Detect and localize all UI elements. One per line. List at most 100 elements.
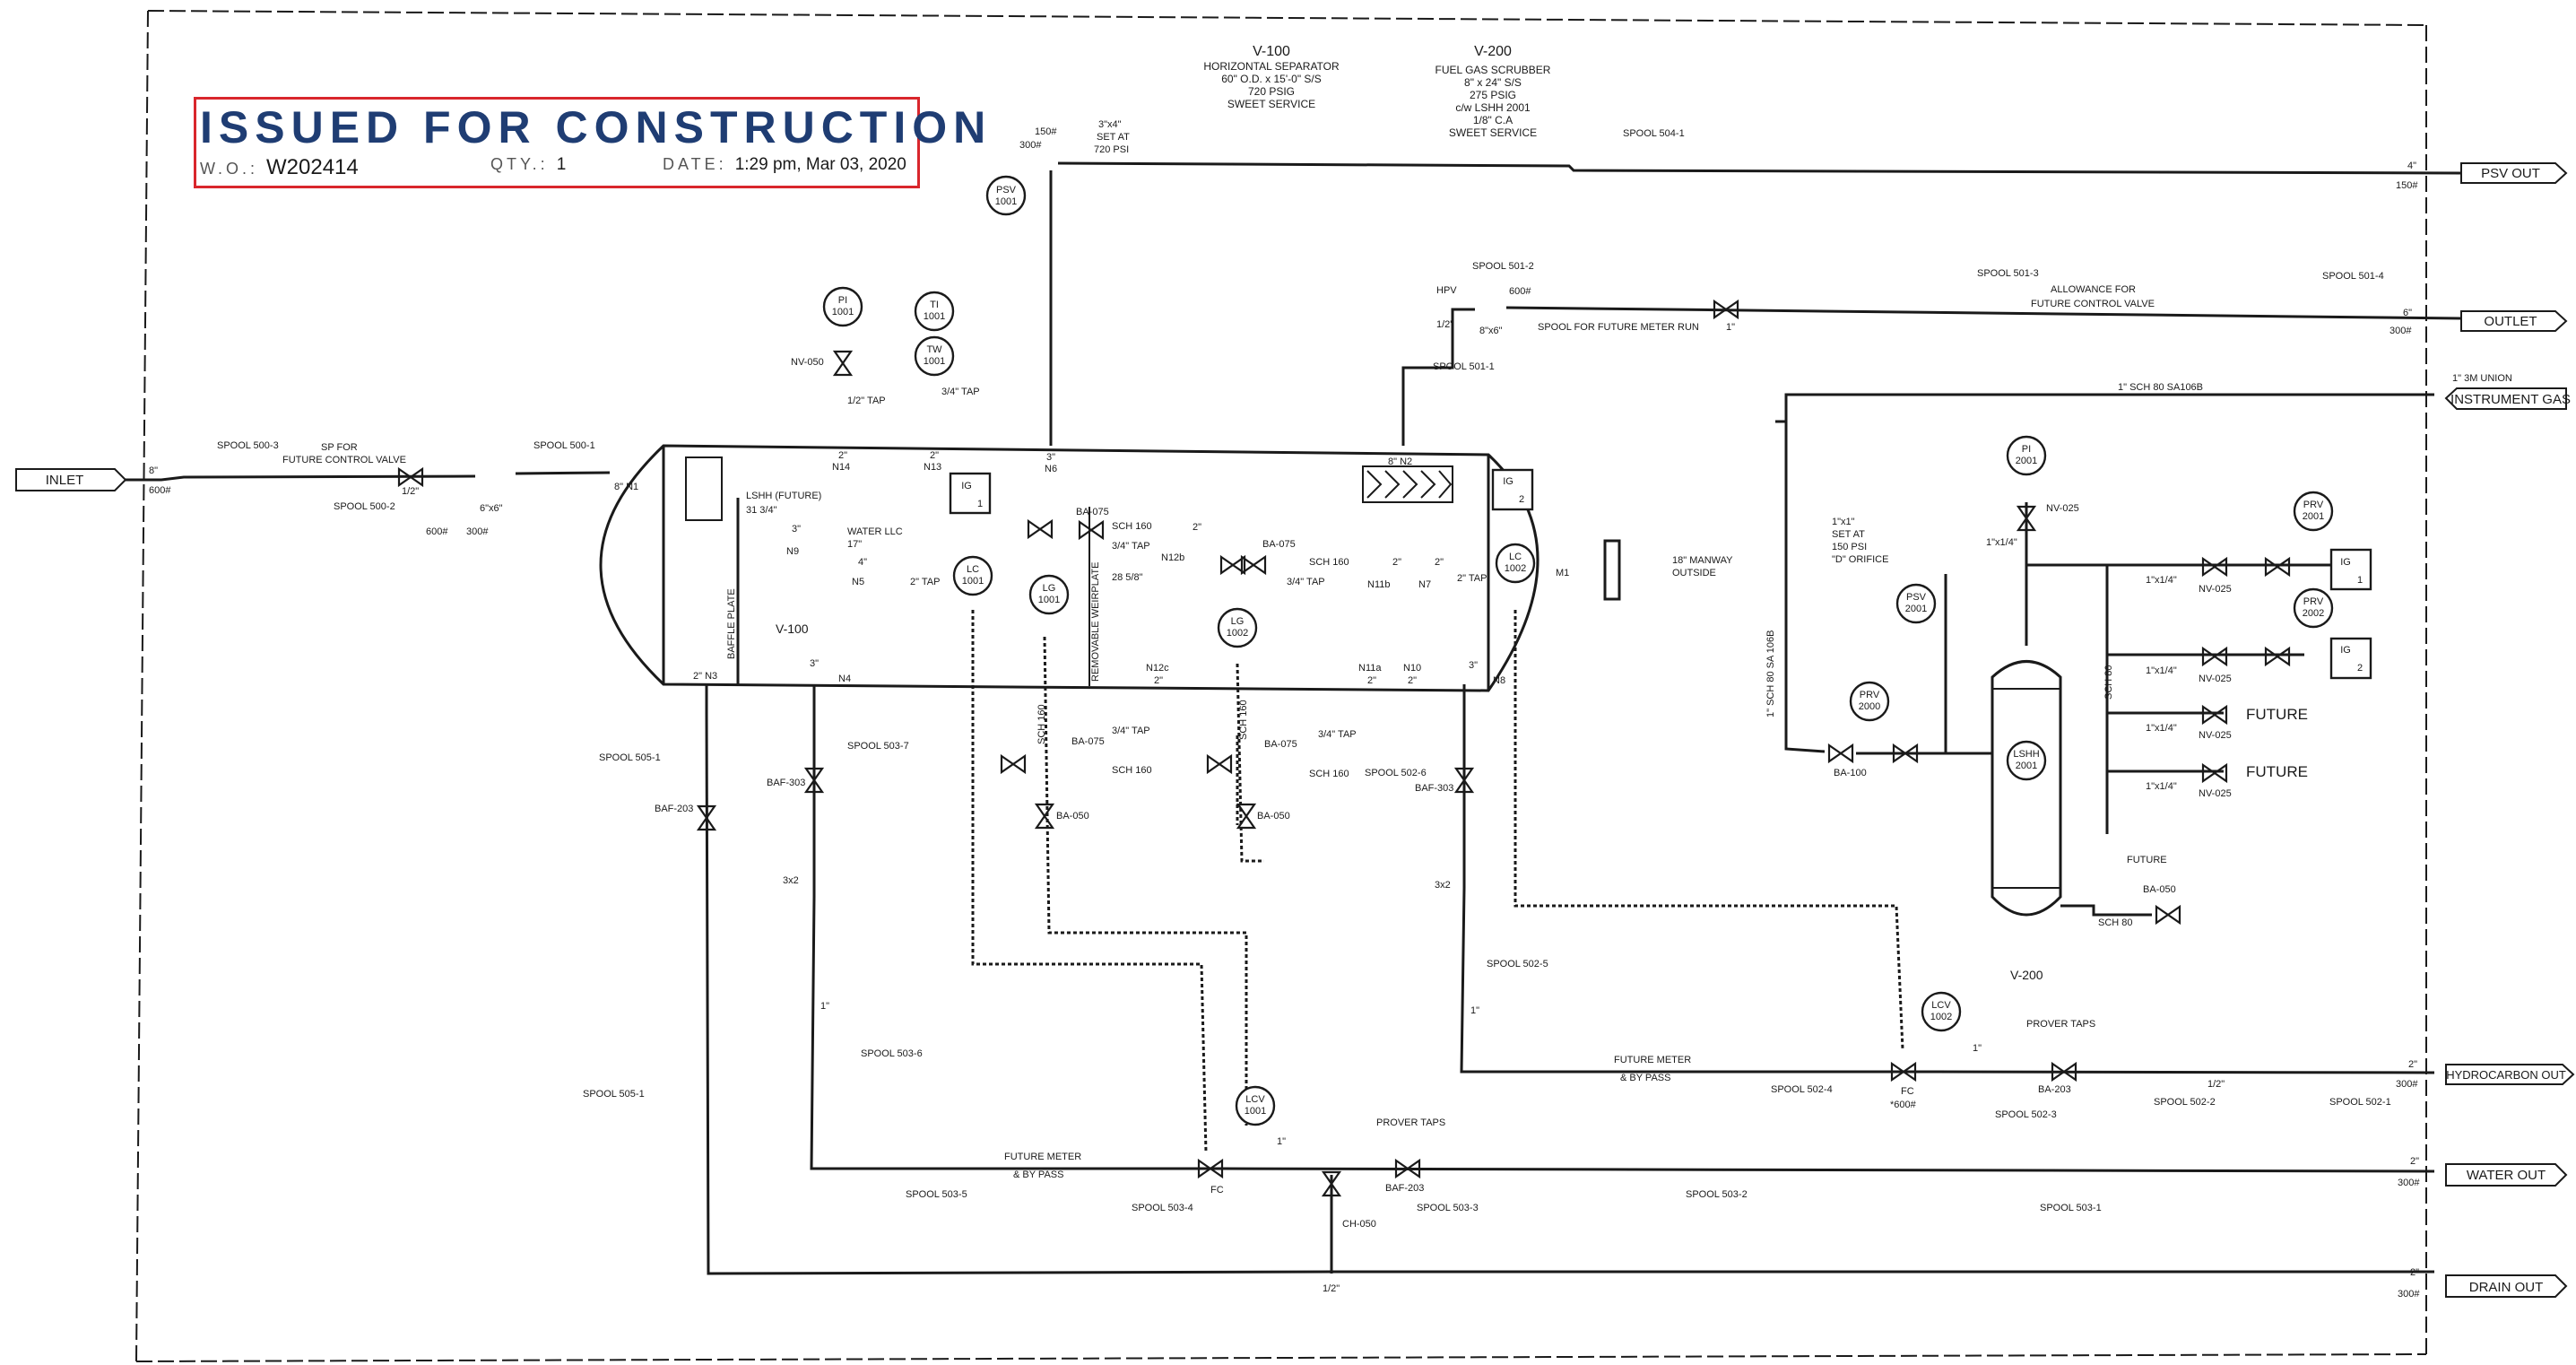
lbl-by-pass-a: & BY PASS (1013, 1169, 1063, 1180)
instrument-labels: PSV 1001 PI 1001 TI 1001 TW 1001 LC 1001… (832, 185, 2363, 1117)
lbl-spool-502-2: SPOOL 502-2 (2154, 1097, 2216, 1108)
v200-header-line-5: 1/8" C.A (1473, 114, 1513, 126)
v100-header-tag: V-100 (1253, 44, 1290, 59)
stamp-qty-label: QTY.: (490, 155, 549, 173)
lbl-1in-e: 1" (1973, 1043, 1982, 1054)
lbl-spool-503-7: SPOOL 503-7 (847, 741, 909, 752)
v100-header-line-1: HORIZONTAL SEPARATOR (1203, 60, 1340, 73)
lbl-1x14-c: 1"x1/4" (2146, 665, 2177, 676)
lbl-spool-502-5: SPOOL 502-5 (1487, 959, 1548, 969)
lbl-psv-size: 3"x4" (1098, 119, 1122, 130)
lbl-3x2b: 3x2 (1435, 880, 1451, 891)
ig4-tag: IG (2340, 645, 2351, 656)
lbl-2-n7: 2" (1435, 557, 1444, 568)
ig2-tag: IG (1503, 476, 1514, 487)
lbl-2-n12c: 2" (1154, 675, 1163, 686)
lbl-future-meter-b: FUTURE METER (1614, 1055, 1691, 1065)
stamp-title: ISSUED FOR CONSTRUCTION (200, 102, 993, 152)
lbl-inlet-size: 8" (149, 465, 158, 476)
lbl-spool-501-4: SPOOL 501-4 (2322, 271, 2384, 282)
drawing-border (135, 10, 2427, 1362)
lcv1002-num: 1002 (1930, 1012, 1952, 1022)
lbl-v200: V-200 (2010, 968, 2043, 982)
tw1001-num: 1001 (924, 356, 945, 367)
lbl-n7: N7 (1418, 579, 1431, 590)
lbl-spool-503-4: SPOOL 503-4 (1132, 1203, 1193, 1213)
process-piping (126, 161, 2462, 1275)
lbl-psv2001-size: 1"x1" (1832, 517, 1855, 527)
ig1-tag: IG (961, 481, 972, 491)
prv2002-num: 2002 (2303, 608, 2324, 619)
ig3-tag: IG (2340, 557, 2351, 568)
lbl-n14: N14 (832, 462, 850, 473)
lbl-spool-502-1: SPOOL 502-1 (2329, 1097, 2391, 1108)
lbl-psv-psi: 720 PSI (1094, 144, 1129, 155)
lbl-spool-503-2: SPOOL 503-2 (1686, 1189, 1748, 1200)
v200-header-line-6: SWEET SERVICE (1449, 126, 1537, 139)
lcv1002-tag: LCV (1931, 1000, 1951, 1011)
lbl-31: 31 3/4" (746, 505, 777, 516)
lbl-spool-503-1: SPOOL 503-1 (2040, 1203, 2102, 1213)
lbl-psv-out-size: 4" (2407, 161, 2416, 171)
lbl-hc-rating: 300# (2396, 1079, 2418, 1090)
lbl-1x14-b: 1"x1/4" (2146, 575, 2177, 586)
lbl-3q-tap: 3/4" TAP (941, 387, 980, 397)
lbl-hpv-size: 1/2" (1436, 319, 1453, 330)
stream-inlet: INLET (46, 473, 84, 488)
lbl-psv2001-orifice: "D" ORIFICE (1832, 554, 1888, 565)
v200-header-line-4: c/w LSHH 2001 (1455, 101, 1531, 114)
lbl-half-inlet: 1/2" (402, 486, 419, 497)
lbl-1-sch80: 1" SCH 80 SA106B (2118, 382, 2203, 393)
lbl-ba100: BA-100 (1834, 768, 1867, 778)
lbl-n8: N8 (1493, 675, 1505, 686)
lbl-n12b: N12b (1161, 552, 1184, 563)
lbl-ba050a: BA-050 (1056, 811, 1089, 822)
lbl-8-n1: 8" N1 (614, 482, 638, 492)
lbl-3a: 3" (1046, 452, 1055, 463)
lbl-1x14-d: 1"x1/4" (2146, 723, 2177, 734)
lbl-psv-out-rating: 150# (2396, 180, 2418, 191)
lbl-drain-out-rating: 300# (2398, 1289, 2420, 1300)
lbl-prover-taps-a: PROVER TAPS (1376, 1117, 1445, 1128)
lbl-2-n12b: 2" (1193, 522, 1201, 533)
lcv1001-num: 1001 (1245, 1106, 1266, 1117)
lbl-spool-501-1: SPOOL 501-1 (1433, 361, 1495, 372)
stream-hydrocarbon-out: HYDROCARBON OUT (2446, 1068, 2566, 1082)
lbl-spool-503-6: SPOOL 503-6 (861, 1048, 923, 1059)
prv2001-num: 2001 (2303, 511, 2324, 522)
lbl-n5: N5 (852, 577, 864, 587)
lbl-150: 150# (1035, 126, 1057, 137)
lbl-ba075a: BA-075 (1076, 507, 1109, 517)
v100-header-line-2: 60" O.D. x 15'-0" S/S (1221, 73, 1322, 85)
vessel-v100 (599, 444, 1621, 692)
issued-for-construction-stamp: ISSUED FOR CONSTRUCTION W.O.: W202414 QT… (194, 97, 985, 188)
lbl-ba075c: BA-075 (1071, 736, 1105, 747)
lbl-weirplate: REMOVABLE WEIRPLATE (1090, 562, 1101, 682)
lbl-nv025d: NV-025 (2199, 730, 2232, 741)
stamp-qty: QTY.: 1 (490, 155, 566, 175)
pi2001-tag: PI (2022, 444, 2031, 455)
lbl-spool-future-meter-run: SPOOL FOR FUTURE METER RUN (1538, 322, 1699, 333)
lshh2001-tag: LSHH (2013, 749, 2039, 760)
lbl-baf203a: BAF-203 (655, 804, 693, 814)
stamp-date-label: DATE: (663, 155, 727, 173)
lbl-ba075d: BA-075 (1264, 739, 1297, 750)
lbl-17: 17" (847, 539, 862, 550)
lbl-2-n10: 2" (1408, 675, 1417, 686)
prv2001-tag: PRV (2303, 500, 2324, 510)
lbl-sch160d: SCH 160 (1309, 769, 1349, 779)
stream-water-out: WATER OUT (2467, 1168, 2546, 1183)
lbl-n13: N13 (924, 462, 941, 473)
lc1002-tag: LC (1509, 552, 1522, 562)
lbl-future-control-valve-2: FUTURE CONTROL VALVE (2031, 299, 2155, 309)
v200-header-tag: V-200 (1474, 44, 1512, 59)
lbl-3x2a: 3x2 (783, 875, 799, 886)
valves (397, 300, 2291, 1197)
lbl-spool-502-3: SPOOL 502-3 (1995, 1109, 2057, 1120)
lbl-2-n11b: 2" (1392, 557, 1401, 568)
lbl-n6: N6 (1045, 464, 1057, 474)
lbl-3-n9: 3" (792, 524, 801, 535)
lbl-future-c: FUTURE (2127, 855, 2167, 865)
lg1001-num: 1001 (1038, 595, 1060, 605)
